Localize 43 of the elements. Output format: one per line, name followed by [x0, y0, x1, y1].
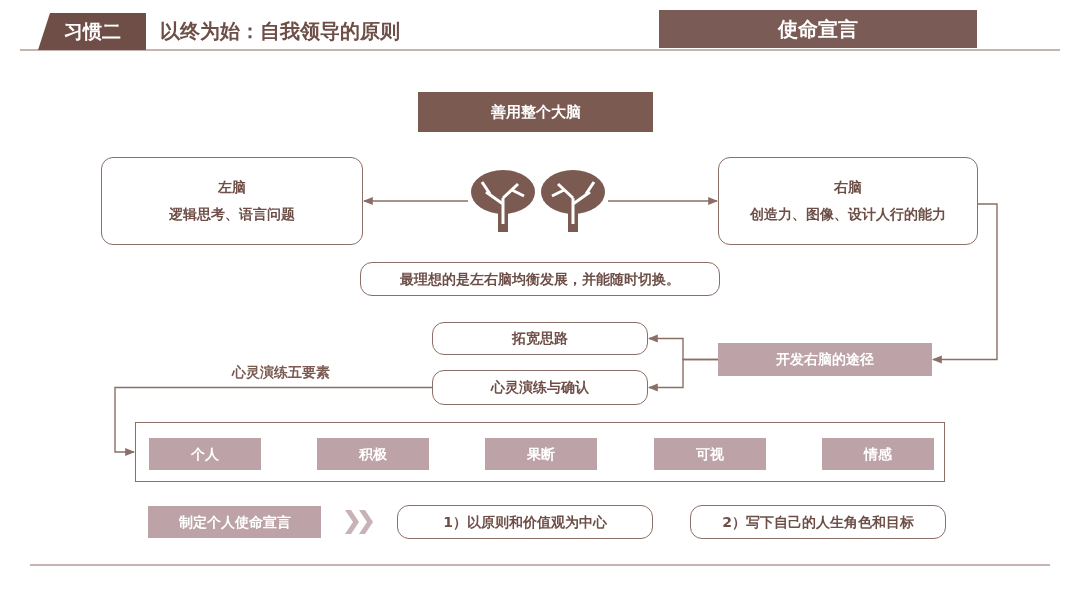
node-text: 创造力、图像、设计人行的能力	[750, 205, 946, 224]
element-box	[149, 438, 261, 470]
step-box	[397, 505, 653, 539]
node-text: 逻辑思考、语言问题	[169, 205, 295, 224]
step-box	[690, 505, 946, 539]
header-tab: 习惯二	[38, 13, 146, 50]
arrow	[648, 358, 719, 392]
node-text: 制定个人使命宣言	[178, 512, 291, 532]
section-banner: 使命宣言	[659, 10, 977, 48]
node-text: 可视	[696, 444, 724, 464]
node-text: 1）以原则和价值观为中心	[443, 512, 607, 532]
process-box	[148, 506, 321, 538]
group-frame	[135, 422, 945, 482]
node-text: 善用整个大脑	[490, 101, 581, 123]
node-text: 情感	[864, 444, 892, 464]
node-text: 积极	[359, 444, 387, 464]
title: 以终为始：自我领导的原则	[160, 18, 400, 45]
element-box	[654, 438, 766, 470]
heading-box	[418, 92, 653, 132]
process-box	[101, 157, 363, 245]
node-text: 开发右脑的途径	[776, 350, 874, 370]
process-box	[718, 157, 978, 245]
node-text: 2）写下自己的人生角色和目标	[722, 512, 914, 532]
node-heading: 右脑	[834, 178, 862, 198]
node-heading: 左脑	[218, 178, 246, 198]
node-text: 最理想的是左右脑均衡发展，并能随时切换。	[400, 269, 680, 289]
chevron-arrow	[345, 510, 373, 534]
node-text: 拓宽思路	[512, 329, 568, 349]
node-text: 心灵演练与确认	[491, 378, 589, 398]
element-box	[485, 438, 597, 470]
arrow	[607, 197, 718, 205]
arrow	[363, 197, 469, 205]
node-text: 个人	[191, 444, 219, 464]
process-box	[432, 322, 648, 355]
process-box	[432, 370, 648, 405]
note-box	[360, 262, 720, 296]
process-box	[718, 343, 932, 376]
node-text: 果断	[527, 444, 555, 464]
element-box	[317, 438, 429, 470]
arrow	[114, 386, 433, 456]
element-box	[822, 438, 934, 470]
edge-label: 心灵演练五要素	[232, 364, 330, 382]
arrow	[932, 203, 998, 364]
